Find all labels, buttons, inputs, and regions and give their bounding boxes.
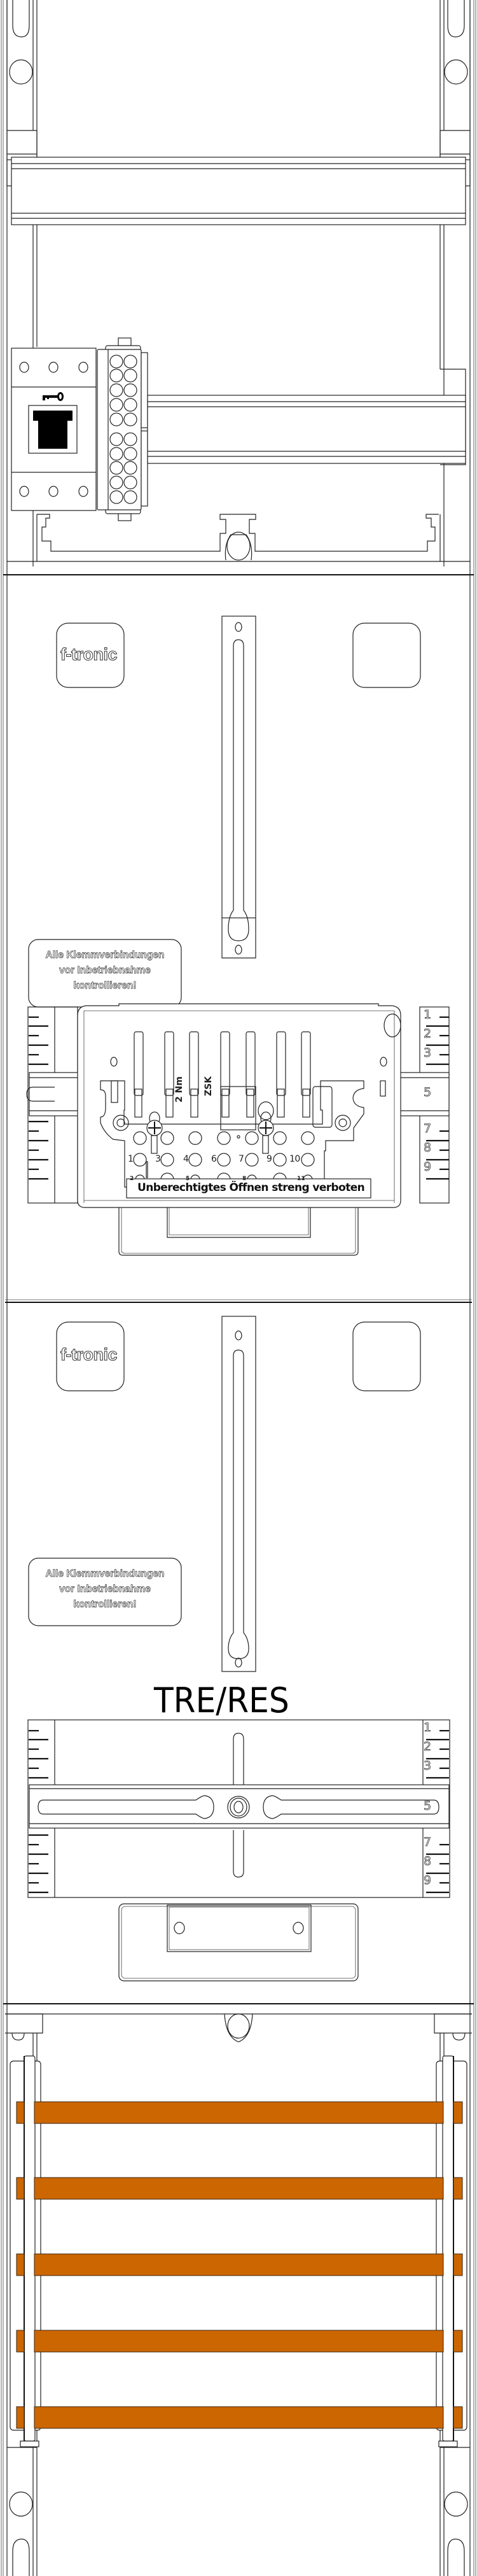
scale-number-7: 7	[424, 1122, 432, 1136]
terminal-block	[97, 337, 148, 521]
terminal-number-8: 8	[242, 1176, 247, 1182]
top-din-rail	[7, 157, 470, 225]
mounting-frame-2	[27, 1719, 450, 1898]
meter-hanger-1	[221, 616, 256, 959]
bottom-right-bracket	[440, 2447, 470, 2576]
warning-plate-2	[28, 1558, 182, 1626]
busbar-l1	[16, 2101, 463, 2124]
meter-pins	[134, 1031, 311, 1096]
warning-line-3: kontrollieren!	[73, 1599, 137, 1610]
scale-number-8: 8	[424, 1141, 432, 1155]
key-icon	[43, 392, 64, 401]
scale-number-8: 8	[424, 1854, 432, 1869]
upper-din-rail	[147, 395, 466, 464]
warning-line-1: Alle Klemmverbindungen	[45, 950, 165, 961]
bottom-left-bracket	[7, 2447, 37, 2576]
scale-number-2: 2	[424, 1027, 432, 1041]
main-switch[interactable]	[11, 348, 97, 511]
warning-label-2: Alle Klemmverbindungen vor Inbetriebnahm…	[29, 1566, 181, 1612]
right-scale-ruler-2	[426, 1729, 449, 1894]
terminal-slots	[134, 1086, 310, 1130]
warning-line-3: kontrollieren!	[73, 980, 137, 992]
blank-label-plate-2	[352, 1321, 421, 1391]
warning-line-1: Alle Klemmverbindungen	[45, 1568, 165, 1580]
sealing-screw-right-icon[interactable]	[258, 1101, 274, 1154]
meter-field-1	[26, 616, 450, 1256]
scale-number-7: 7	[424, 1835, 432, 1850]
left-scale-ruler-2	[29, 1729, 48, 1894]
busbars	[16, 2101, 463, 2429]
busbar-section	[5, 2013, 472, 2576]
warning-label-1: Alle Klemmverbindungen vor Inbetriebnahm…	[29, 948, 181, 994]
switch-screw-holes-bottom	[19, 486, 88, 497]
socket-type-label: ZSK	[204, 1076, 214, 1096]
terminal-number-3: 3	[155, 1154, 161, 1164]
terminal-number-1: 1	[128, 1154, 134, 1164]
meter-din-rail-2[interactable]	[29, 1784, 450, 1829]
field-label-tre-res: TRE/RES	[154, 1680, 289, 1721]
brand-label-2: f-tronic	[60, 1345, 118, 1365]
meter-socket[interactable]	[77, 1003, 401, 1256]
terminal-number-9: 9	[266, 1154, 272, 1164]
right-side-rail	[469, 0, 476, 2576]
switch-handle-icon[interactable]	[33, 411, 73, 449]
scale-number-2: 2	[424, 1740, 432, 1754]
meter-hanger-2	[221, 1316, 256, 1672]
terminal-number-10: 10	[289, 1154, 300, 1164]
scale-number-1: 1	[424, 1721, 432, 1735]
terminal-clamps	[109, 355, 137, 504]
torque-label: 2 Nm	[174, 1076, 184, 1102]
cable-guide	[7, 514, 470, 562]
terminal-number-4: 4	[183, 1154, 189, 1164]
scale-number-9: 9	[424, 1160, 432, 1174]
scale-number-5: 5	[424, 1799, 432, 1813]
terminal-number-6: 6	[211, 1154, 217, 1164]
scale-number-1: 1	[424, 1008, 432, 1022]
left-side-rail	[1, 0, 8, 2576]
warning-line-2: vor Inbetriebnahme	[59, 1584, 151, 1595]
terminal-number-2: 2	[130, 1176, 134, 1182]
terminal-number-7: 7	[238, 1154, 244, 1164]
meter-field-2	[27, 1316, 450, 1981]
scale-number-3: 3	[424, 1046, 432, 1060]
warning-line-2: vor Inbetriebnahme	[59, 965, 151, 976]
blank-label-plate-1	[352, 623, 421, 688]
busbar-l2	[16, 2177, 463, 2200]
busbar-pe	[16, 2406, 463, 2429]
brand-label-1: f-tronic	[60, 645, 118, 665]
seal-notice-plate	[126, 1178, 371, 1199]
plate-holder-2	[118, 1903, 359, 1981]
scale-number-3: 3	[424, 1759, 432, 1773]
terminal-number-5: 5	[186, 1176, 190, 1182]
brand-plate-1	[56, 623, 125, 688]
sealing-screw-left-icon[interactable]	[146, 1111, 163, 1154]
terminal-number-11: 11	[297, 1176, 305, 1182]
brand-plate-2	[56, 1321, 125, 1391]
busbar-n	[16, 2330, 463, 2353]
seal-notice: Unberechtigtes Öffnen streng verboten	[137, 1181, 365, 1194]
busbar-l3	[16, 2253, 463, 2276]
scale-number-5: 5	[424, 1085, 432, 1100]
switch-screw-holes-top	[19, 362, 88, 373]
scale-number-9: 9	[424, 1873, 432, 1888]
